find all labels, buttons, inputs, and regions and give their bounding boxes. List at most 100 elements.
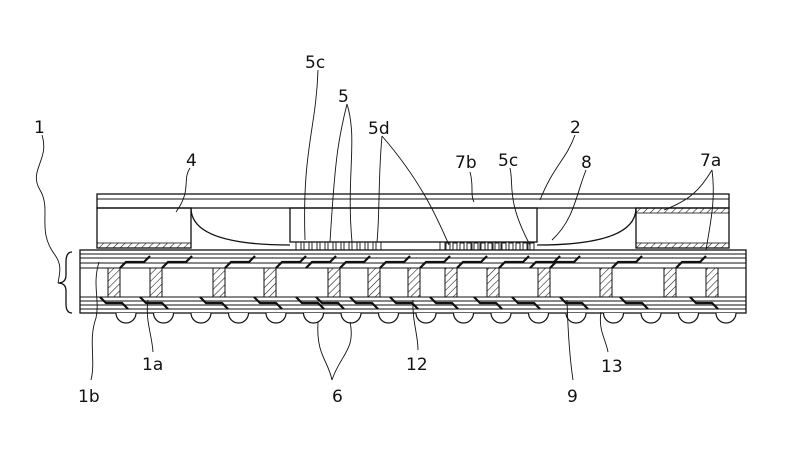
semiconductor-chip [190, 207, 637, 246]
reference-labels: 1 1a 1b 2 4 5 5c 5c 5d 6 7a 7b 8 9 12 13 [34, 53, 721, 407]
solder-ball [677, 312, 700, 324]
via [367, 267, 381, 298]
lower-trace [511, 296, 541, 310]
label-5c-left: 5c [305, 53, 325, 73]
chip-bump [522, 242, 528, 251]
lower-trace [349, 296, 379, 310]
solder-ball [602, 312, 625, 324]
chip-bump [494, 242, 500, 251]
lid-cover-plate [96, 193, 730, 209]
solder-ball [227, 312, 250, 324]
chip-bump [343, 241, 350, 251]
solder-ball [340, 312, 362, 324]
chip-bump [335, 241, 342, 251]
label-9: 9 [567, 387, 578, 407]
upper-trace [529, 255, 561, 269]
chip-bump [445, 242, 451, 251]
solder-ball [302, 312, 325, 324]
upper-trace [419, 255, 451, 269]
via [663, 267, 677, 298]
label-13: 13 [601, 357, 623, 377]
lower-trace [389, 296, 419, 310]
solder-ball [452, 312, 475, 324]
via [537, 267, 551, 298]
solder-ball [527, 312, 550, 324]
label-1a: 1a [142, 355, 163, 375]
chip-bump [351, 241, 358, 251]
chip-bump [529, 242, 535, 251]
label-1b: 1b [78, 387, 100, 407]
upper-trace [275, 255, 307, 269]
chip-bump [359, 241, 366, 251]
upper-trace [161, 255, 193, 269]
lower-trace [619, 296, 649, 310]
chip-bump [319, 241, 326, 251]
solder-ball [415, 312, 437, 324]
stiffener-left [96, 207, 192, 249]
chip-bump [480, 242, 486, 251]
via [107, 267, 121, 298]
upper-trace [379, 255, 411, 269]
lower-trace [295, 296, 325, 310]
solder-ball [265, 312, 287, 324]
lower-trace [139, 296, 169, 310]
chip-bump [375, 241, 382, 251]
solder-ball [490, 312, 512, 324]
chip-bump [459, 242, 465, 251]
lower-trace [199, 296, 229, 310]
chip-bump [473, 242, 479, 251]
solder-ball [715, 312, 737, 324]
upper-trace [611, 255, 643, 269]
chip-bump [367, 241, 374, 251]
via [599, 267, 613, 298]
chip-bump [487, 242, 493, 251]
label-4: 4 [186, 151, 197, 171]
label-6: 6 [332, 387, 343, 407]
through-hole-vias [107, 267, 719, 298]
via [444, 267, 458, 298]
lower-trace [99, 296, 129, 310]
label-8: 8 [581, 153, 592, 173]
chip-bump [508, 242, 514, 251]
label-1: 1 [34, 118, 45, 138]
via [486, 267, 500, 298]
chip-bump [295, 241, 302, 251]
lower-trace [315, 296, 345, 310]
via [327, 267, 341, 298]
chip-bump [311, 241, 318, 251]
chip-bump [515, 242, 521, 251]
lower-trace [559, 296, 589, 310]
upper-trace [549, 255, 581, 269]
upper-trace [456, 255, 488, 269]
solder-ball-row [115, 312, 737, 324]
label-5: 5 [338, 87, 349, 107]
upper-trace [305, 255, 337, 269]
solder-ball [152, 312, 175, 324]
chip-bump [501, 242, 507, 251]
via [263, 267, 277, 298]
upper-trace [119, 255, 151, 269]
via [407, 267, 421, 298]
solder-ball [565, 312, 587, 324]
solder-ball [190, 312, 212, 324]
upper-trace [498, 255, 530, 269]
label-5d: 5d [368, 119, 390, 139]
chip-bump [466, 242, 472, 251]
label-7a: 7a [700, 151, 721, 171]
upper-trace [675, 255, 707, 269]
via [149, 267, 163, 298]
solder-ball [115, 312, 137, 324]
stiffener-right [635, 207, 730, 249]
chip-bump [303, 241, 310, 251]
solder-ball [377, 312, 400, 324]
leader-lines [35, 69, 714, 381]
label-2: 2 [570, 118, 581, 138]
via [705, 267, 719, 298]
label-5c-right: 5c [498, 151, 518, 171]
chip-bump [439, 241, 446, 251]
via [212, 267, 226, 298]
solder-ball [640, 312, 662, 324]
label-7b: 7b [455, 153, 477, 173]
wiring-traces [99, 255, 719, 310]
